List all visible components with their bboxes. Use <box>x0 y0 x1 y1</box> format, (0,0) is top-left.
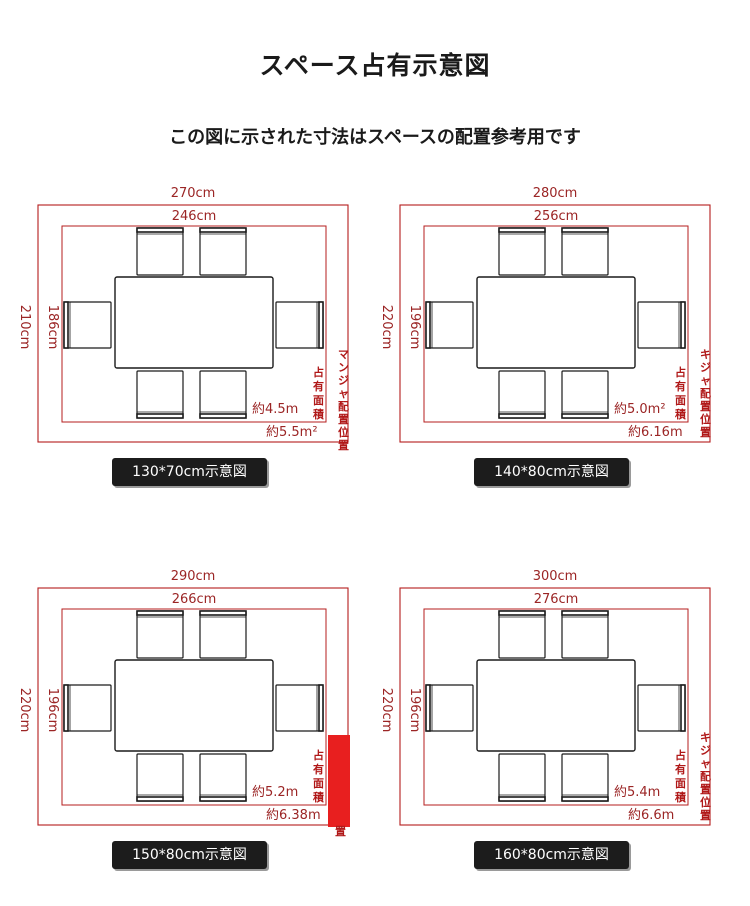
svg-text:占有面積: 占有面積 <box>312 748 325 804</box>
outer-area-outline <box>399 587 711 826</box>
layout-diagram: 280cm 256cm 220cm 196cm 約5.0m² 約6.16m 占有面積 キジャ配… <box>379 186 711 443</box>
svg-text:占有面積: 占有面積 <box>674 365 687 421</box>
chair <box>498 370 546 419</box>
chair <box>561 370 609 419</box>
chair <box>561 227 609 276</box>
outer-area-label: 約6.16m <box>628 425 683 440</box>
chair <box>136 753 184 802</box>
occupancy-label: 占有面積 <box>312 365 325 421</box>
chair <box>561 753 609 802</box>
chair <box>63 684 112 732</box>
inner-area-label: 約5.2m <box>252 785 298 800</box>
outer-width-label: 300cm <box>533 569 578 584</box>
occupancy-label: 占有面積 <box>312 748 325 804</box>
chair <box>275 301 324 349</box>
chair <box>199 610 247 659</box>
svg-text:キジャ配置位置: キジャ配置位置 <box>700 348 711 439</box>
chair <box>637 684 686 732</box>
diagram-caption: 130*70cm示意図 <box>112 458 267 486</box>
inner-height-label: 196cm <box>407 305 422 350</box>
dining-table <box>114 276 274 369</box>
placement-label: 置 <box>335 825 346 838</box>
outer-height-label: 220cm <box>379 688 394 733</box>
placement-label: キジャ配置位置 <box>700 731 711 822</box>
chair <box>199 753 247 802</box>
outer-height-label: 210cm <box>17 305 32 350</box>
inner-width-label: 276cm <box>534 592 579 607</box>
layout-panel: 290cm 266cm 220cm 196cm 約5.2m 約6.38m 占有面積置 150*… <box>0 563 375 869</box>
inner-area-label: 約5.4m <box>614 785 660 800</box>
outer-height-label: 220cm <box>17 688 32 733</box>
inner-height-label: 186cm <box>45 305 60 350</box>
placement-label: キジャ配置位置 <box>700 348 711 439</box>
inner-height-label: 196cm <box>45 688 60 733</box>
chair <box>136 610 184 659</box>
layout-panel: 270cm 246cm 210cm 186cm 約4.5m 約5.5m² 占有面積 マンジャ配… <box>0 180 375 486</box>
layout-panel: 280cm 256cm 220cm 196cm 約5.0m² 約6.16m 占有面積 キジャ配… <box>362 180 737 486</box>
chair <box>425 684 474 732</box>
occupancy-label: 占有面積 <box>674 748 687 804</box>
chair <box>199 227 247 276</box>
inner-width-label: 266cm <box>172 592 217 607</box>
diagram-caption: 140*80cm示意図 <box>474 458 629 486</box>
chair <box>136 227 184 276</box>
dining-table <box>476 659 636 752</box>
chair <box>498 753 546 802</box>
outer-area-label: 約5.5m² <box>266 425 318 440</box>
svg-text:置: 置 <box>335 825 346 838</box>
page-title: スペース占有示意図 <box>259 51 491 80</box>
page-subtitle: この図に示された寸法はスペースの配置参考用です <box>169 127 581 148</box>
chair <box>63 301 112 349</box>
chair <box>136 370 184 419</box>
placement-marker <box>328 735 350 827</box>
inner-area-outline <box>61 608 327 806</box>
outer-width-label: 270cm <box>171 186 216 201</box>
chair <box>561 610 609 659</box>
outer-width-label: 290cm <box>171 569 216 584</box>
inner-area-label: 約5.0m² <box>614 402 666 417</box>
inner-width-label: 256cm <box>534 209 579 224</box>
svg-text:占有面積: 占有面積 <box>312 365 325 421</box>
chair <box>498 227 546 276</box>
dining-table <box>114 659 274 752</box>
inner-width-label: 246cm <box>172 209 217 224</box>
outer-height-label: 220cm <box>379 305 394 350</box>
chair <box>637 301 686 349</box>
svg-text:キジャ配置位置: キジャ配置位置 <box>700 731 711 822</box>
inner-area-outline <box>423 225 689 423</box>
outer-area-outline <box>37 587 349 826</box>
chair <box>275 684 324 732</box>
inner-area-label: 約4.5m <box>252 402 298 417</box>
diagram-caption: 160*80cm示意図 <box>474 841 629 869</box>
outer-area-outline <box>37 204 349 443</box>
outer-area-outline <box>399 204 711 443</box>
inner-area-outline <box>61 225 327 423</box>
occupancy-label: 占有面積 <box>674 365 687 421</box>
outer-width-label: 280cm <box>533 186 578 201</box>
outer-area-label: 約6.6m <box>628 808 674 823</box>
diagram-caption: 150*80cm示意図 <box>112 841 267 869</box>
placement-label: マンジャ配置位置 <box>338 348 349 452</box>
layout-diagram: 270cm 246cm 210cm 186cm 約4.5m 約5.5m² 占有面積 マンジャ配… <box>17 186 349 452</box>
inner-area-outline <box>423 608 689 806</box>
chair <box>498 610 546 659</box>
chair <box>425 301 474 349</box>
inner-height-label: 196cm <box>407 688 422 733</box>
outer-area-label: 約6.38m <box>266 808 321 823</box>
dining-table <box>476 276 636 369</box>
svg-text:占有面積: 占有面積 <box>674 748 687 804</box>
chair <box>199 370 247 419</box>
svg-text:マンジャ配置位置: マンジャ配置位置 <box>338 348 349 452</box>
